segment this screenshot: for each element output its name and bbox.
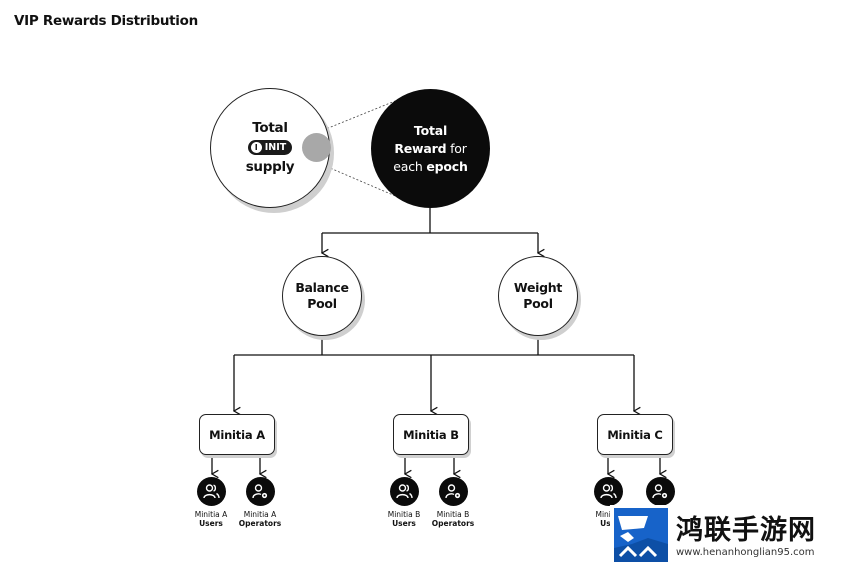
pools-to-minitias-connector [234,337,634,356]
watermark-logo-icon [614,508,668,562]
operator-gear-icon [652,484,668,499]
minitia-a-users-icon [197,477,226,506]
minitia-b-operators-label: Minitia B Operators [418,510,488,528]
supply-line1: Total [252,120,288,136]
minitia-a-users-label-bottom: Users [199,519,223,528]
epoch-line3-rest: each [393,158,427,174]
minitia-c-node: Minitia C [597,414,673,455]
zoom-line-bottom [315,161,401,199]
minitia-a-operators-label-top: Minitia A [243,510,277,519]
minitia-b-node: Minitia B [393,414,469,455]
minitia-a-operators-label: Minitia A Operators [225,510,295,528]
minitia-c-users-icon [594,477,623,506]
epoch-line3-bold: epoch [426,158,468,174]
watermark-url: www.henanhonglian95.com [676,547,815,558]
minitia-b-users-label-top: Minitia B [387,510,421,519]
minitia-b-users-icon [390,477,419,506]
weight-pool-line2: Pool [523,296,553,311]
minitia-b-users-label-bottom: Users [392,519,416,528]
users-icon [203,484,220,499]
epoch-to-pools-connector [322,208,538,234]
operator-gear-icon [252,484,268,499]
minitia-c-users-label-top: Minitia [595,510,621,519]
epoch-slice-marker [302,133,331,162]
balance-pool-line1: Balance [295,280,349,295]
minitia-b-operators-label-bottom: Operators [431,519,475,528]
minitia-b-users-label: Minitia B Users [369,510,439,528]
minitia-b-operators-label-top: Minitia B [436,510,470,519]
balance-pool-line2: Pool [307,296,337,311]
operator-gear-icon [445,484,461,499]
init-token-label: INIT [264,142,287,153]
minitia-a-node: Minitia A [199,414,275,455]
minitia-a-operators-icon [246,477,275,506]
users-icon [396,484,413,499]
minitia-c-users-label: Minitia Use [573,510,643,528]
weight-pool-line1: Weight [513,280,563,295]
watermark-title: 鸿联手游网 [676,515,816,546]
balance-pool-node: Balance Pool [282,256,362,336]
total-reward-epoch-node: Total Reward for each epoch [371,89,490,208]
epoch-line2-bold: Reward [394,140,447,156]
minitia-a-users-label-top: Minitia A [194,510,228,519]
minitia-c-users-label-bottom: Use [600,519,616,528]
init-token-icon: I [250,142,262,153]
zoom-line-top [315,98,401,134]
page-title: VIP Rewards Distribution [14,13,198,29]
epoch-line2-rest: for [446,140,467,156]
site-watermark: 鸿联手游网 www.henanhonglian95.com [610,505,860,566]
supply-line2: supply [245,159,295,175]
minitia-b-operators-icon [439,477,468,506]
epoch-line1: Total [413,122,448,138]
weight-pool-node: Weight Pool [498,256,578,336]
users-icon [600,484,617,499]
minitia-a-users-label: Minitia A Users [176,510,246,528]
minitia-a-operators-label-bottom: Operators [238,519,282,528]
init-token-badge: I INIT [247,140,293,155]
minitia-c-operators-icon [646,477,675,506]
